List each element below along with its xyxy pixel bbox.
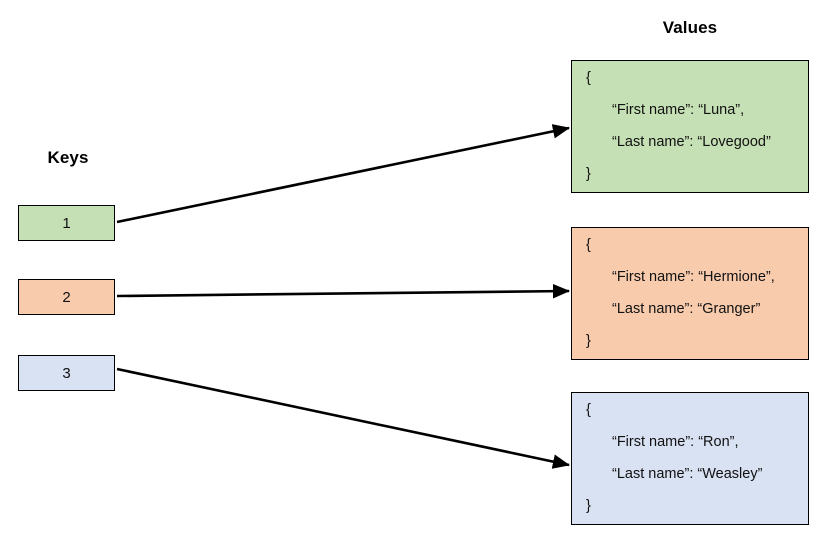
- key-box-label: 1: [62, 214, 71, 232]
- json-open-brace: {: [586, 402, 591, 418]
- json-close-brace: }: [586, 166, 591, 182]
- json-last-name: “Last name”: “Granger”: [612, 301, 761, 317]
- key-box-2[interactable]: 2: [18, 279, 115, 315]
- value-box-3[interactable]: { “First name”: “Ron”, “Last name”: “Wea…: [571, 392, 809, 525]
- arrow-key2-to-value2: [116, 283, 571, 299]
- arrow-key3-to-value3: [116, 367, 571, 469]
- arrow-key1-to-value1: [116, 124, 571, 224]
- key-box-3[interactable]: 3: [18, 355, 115, 391]
- keys-heading: Keys: [47, 148, 89, 167]
- json-first-name: “First name”: “Luna”,: [612, 102, 745, 118]
- json-open-brace: {: [586, 70, 591, 86]
- key-box-1[interactable]: 1: [18, 205, 115, 241]
- json-close-brace: }: [586, 498, 591, 514]
- value-box-1[interactable]: { “First name”: “Luna”, “Last name”: “Lo…: [571, 60, 809, 193]
- key-box-label: 2: [62, 288, 71, 306]
- json-last-name: “Last name”: “Weasley”: [612, 466, 763, 482]
- json-first-name: “First name”: “Hermione”,: [612, 269, 775, 285]
- json-close-brace: }: [586, 333, 591, 349]
- json-last-name: “Last name”: “Lovegood”: [612, 134, 771, 150]
- values-heading: Values: [662, 18, 718, 37]
- json-open-brace: {: [586, 237, 591, 253]
- key-box-label: 3: [62, 364, 71, 382]
- value-box-2[interactable]: { “First name”: “Hermione”, “Last name”:…: [571, 227, 809, 360]
- json-first-name: “First name”: “Ron”,: [612, 434, 739, 450]
